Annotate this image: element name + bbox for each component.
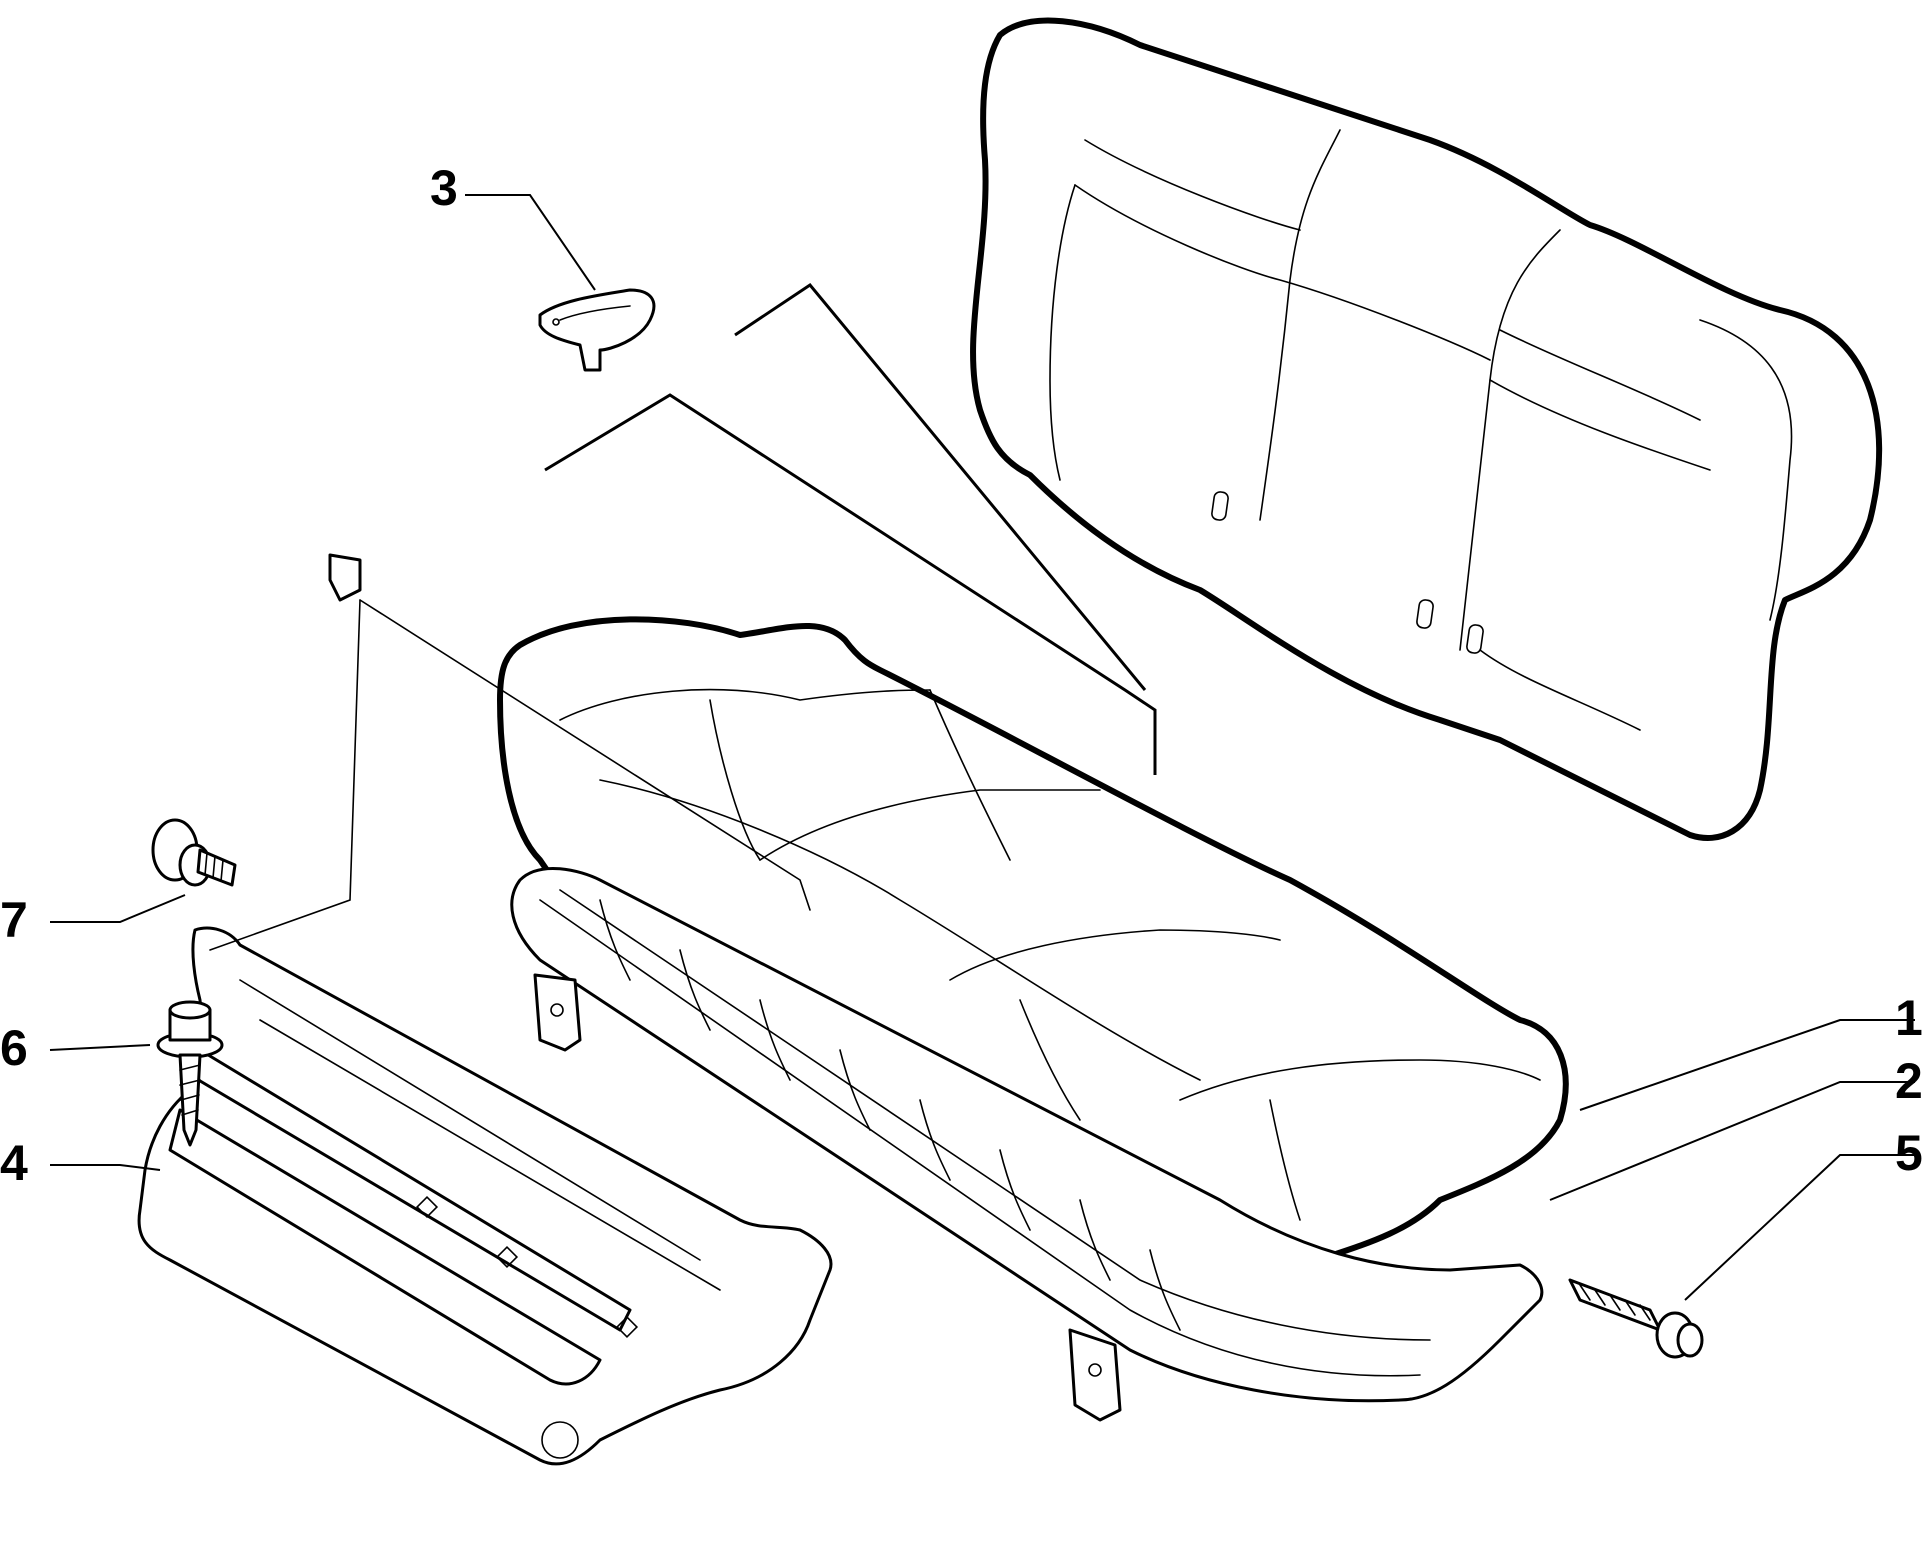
seat-frame (510, 866, 1544, 1422)
callout-5: 5 (1895, 1125, 1923, 1181)
clip (538, 288, 656, 372)
screw (1568, 1278, 1704, 1359)
seat-backrest (970, 17, 1883, 841)
self-tapping-screw (156, 1000, 224, 1147)
leader-lines (49, 194, 1915, 1301)
stud-bolt (151, 818, 237, 887)
support-tray (137, 553, 833, 1466)
callout-4: 4 (0, 1135, 28, 1191)
callout-3: 3 (430, 160, 458, 216)
callout-1: 1 (1895, 990, 1923, 1046)
cushion-bracket-lines (544, 283, 1157, 775)
callout-2: 2 (1895, 1053, 1923, 1109)
callout-6: 6 (0, 1020, 28, 1076)
callout-7: 7 (0, 892, 28, 948)
